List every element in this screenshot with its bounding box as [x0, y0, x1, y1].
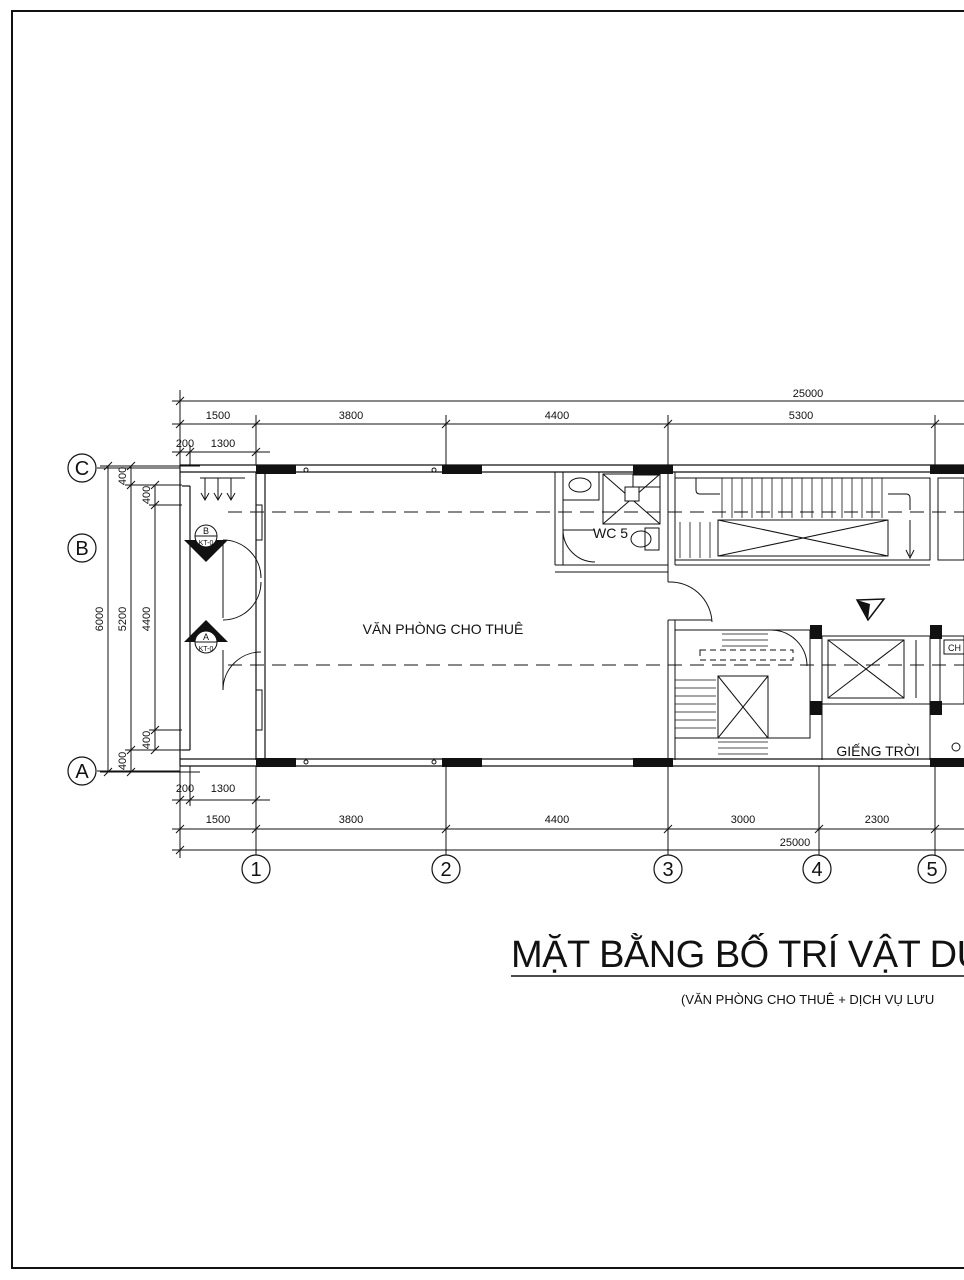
dim-bottom-seg-5: 2300 [865, 814, 889, 826]
room-label-wc: WC 5 [593, 525, 628, 541]
top-dimensions [172, 390, 964, 465]
grid-row-bubble-b: B [67, 533, 97, 563]
section-mark-b: B KT-0 [184, 524, 228, 562]
sheet-border [11, 10, 964, 1269]
dim-left-mid: 5200 [117, 607, 129, 631]
grid-col-label-2: 2 [440, 859, 451, 881]
north-arrow-icon [855, 598, 886, 622]
grid-col-label-1: 1 [250, 859, 261, 881]
dim-top-detail-1: 200 [176, 438, 194, 450]
dim-top-seg-1: 1500 [206, 410, 230, 422]
grid-col-label-5: 5 [926, 859, 937, 881]
dim-top-seg-3: 4400 [545, 410, 569, 422]
ch-label: CH [948, 643, 961, 653]
grid-col-bubble-5: 5 [917, 854, 947, 884]
section-mark-a-ref: KT-0 [199, 646, 214, 653]
dim-left-offset-2: 400 [141, 486, 153, 504]
dim-bottom-seg-4: 3000 [731, 814, 755, 826]
dim-top-total: 25000 [793, 388, 824, 400]
grid-col-label-3: 3 [662, 859, 673, 881]
section-cut-lines [228, 511, 964, 666]
grid-row-bubble-c: C [67, 453, 97, 483]
structural-columns [256, 465, 964, 767]
dim-bottom-detail-1-text: 200 [176, 783, 194, 795]
dim-bottom-seg-2: 3800 [339, 814, 363, 826]
exterior-walls [179, 464, 964, 767]
entrance-doors [222, 504, 263, 731]
section-mark-b-letter: B [203, 526, 209, 536]
dim-top-detail-2: 1300 [211, 438, 235, 450]
dim-left-outer: 6000 [94, 607, 106, 631]
drawing-title: MẶT BẰNG BỐ TRÍ VẬT DỤNG [511, 931, 964, 976]
grid-col-bubble-1: 1 [241, 854, 271, 884]
grid-col-bubble-3: 3 [653, 854, 683, 884]
lightwell-fixture [951, 742, 961, 752]
lower-stair-treads [675, 633, 768, 755]
section-mark-a-letter: A [203, 632, 209, 642]
dim-bottom-seg-3: 4400 [545, 814, 569, 826]
section-mark-b-ref: KT-0 [199, 540, 214, 547]
grid-col-label-4: 4 [811, 859, 822, 881]
grid-row-label-a: A [75, 761, 89, 783]
dim-bottom-seg-1: 1500 [206, 814, 230, 826]
dim-bottom-total: 25000 [780, 837, 811, 849]
grid-col-bubble-4: 4 [802, 854, 832, 884]
grid-col-bubble-2: 2 [431, 854, 461, 884]
grid-row-label-b: B [75, 538, 88, 560]
drawing-subtitle: (VĂN PHÒNG CHO THUÊ + DỊCH VỤ LƯU [681, 992, 934, 1007]
dim-bottom-detail-2: 1300 [211, 783, 235, 795]
left-dimensions [100, 461, 200, 777]
dim-left-offset-1: 400 [117, 467, 129, 485]
entrance-area [200, 477, 245, 502]
wc-room [554, 471, 668, 573]
dim-top-seg-2: 3800 [339, 410, 363, 422]
room-label-lightwell: GIẾNG TRỜI [836, 743, 919, 759]
grid-row-label-c: C [75, 458, 89, 480]
dim-left-inner: 4400 [141, 607, 153, 631]
upper-stair-treads [679, 478, 883, 558]
grid-row-bubble-a: A [67, 756, 97, 786]
dim-left-offset-3: 400 [141, 731, 153, 749]
room-label-office: VĂN PHÒNG CHO THUÊ [363, 621, 524, 637]
grid-row-lines [97, 467, 180, 772]
section-mark-a: A KT-0 [184, 620, 228, 654]
bottom-dimensions [172, 766, 964, 858]
dim-left-offset-4: 400 [117, 752, 129, 770]
stair-core [667, 472, 964, 760]
dim-top-seg-4: 5300 [789, 410, 813, 422]
